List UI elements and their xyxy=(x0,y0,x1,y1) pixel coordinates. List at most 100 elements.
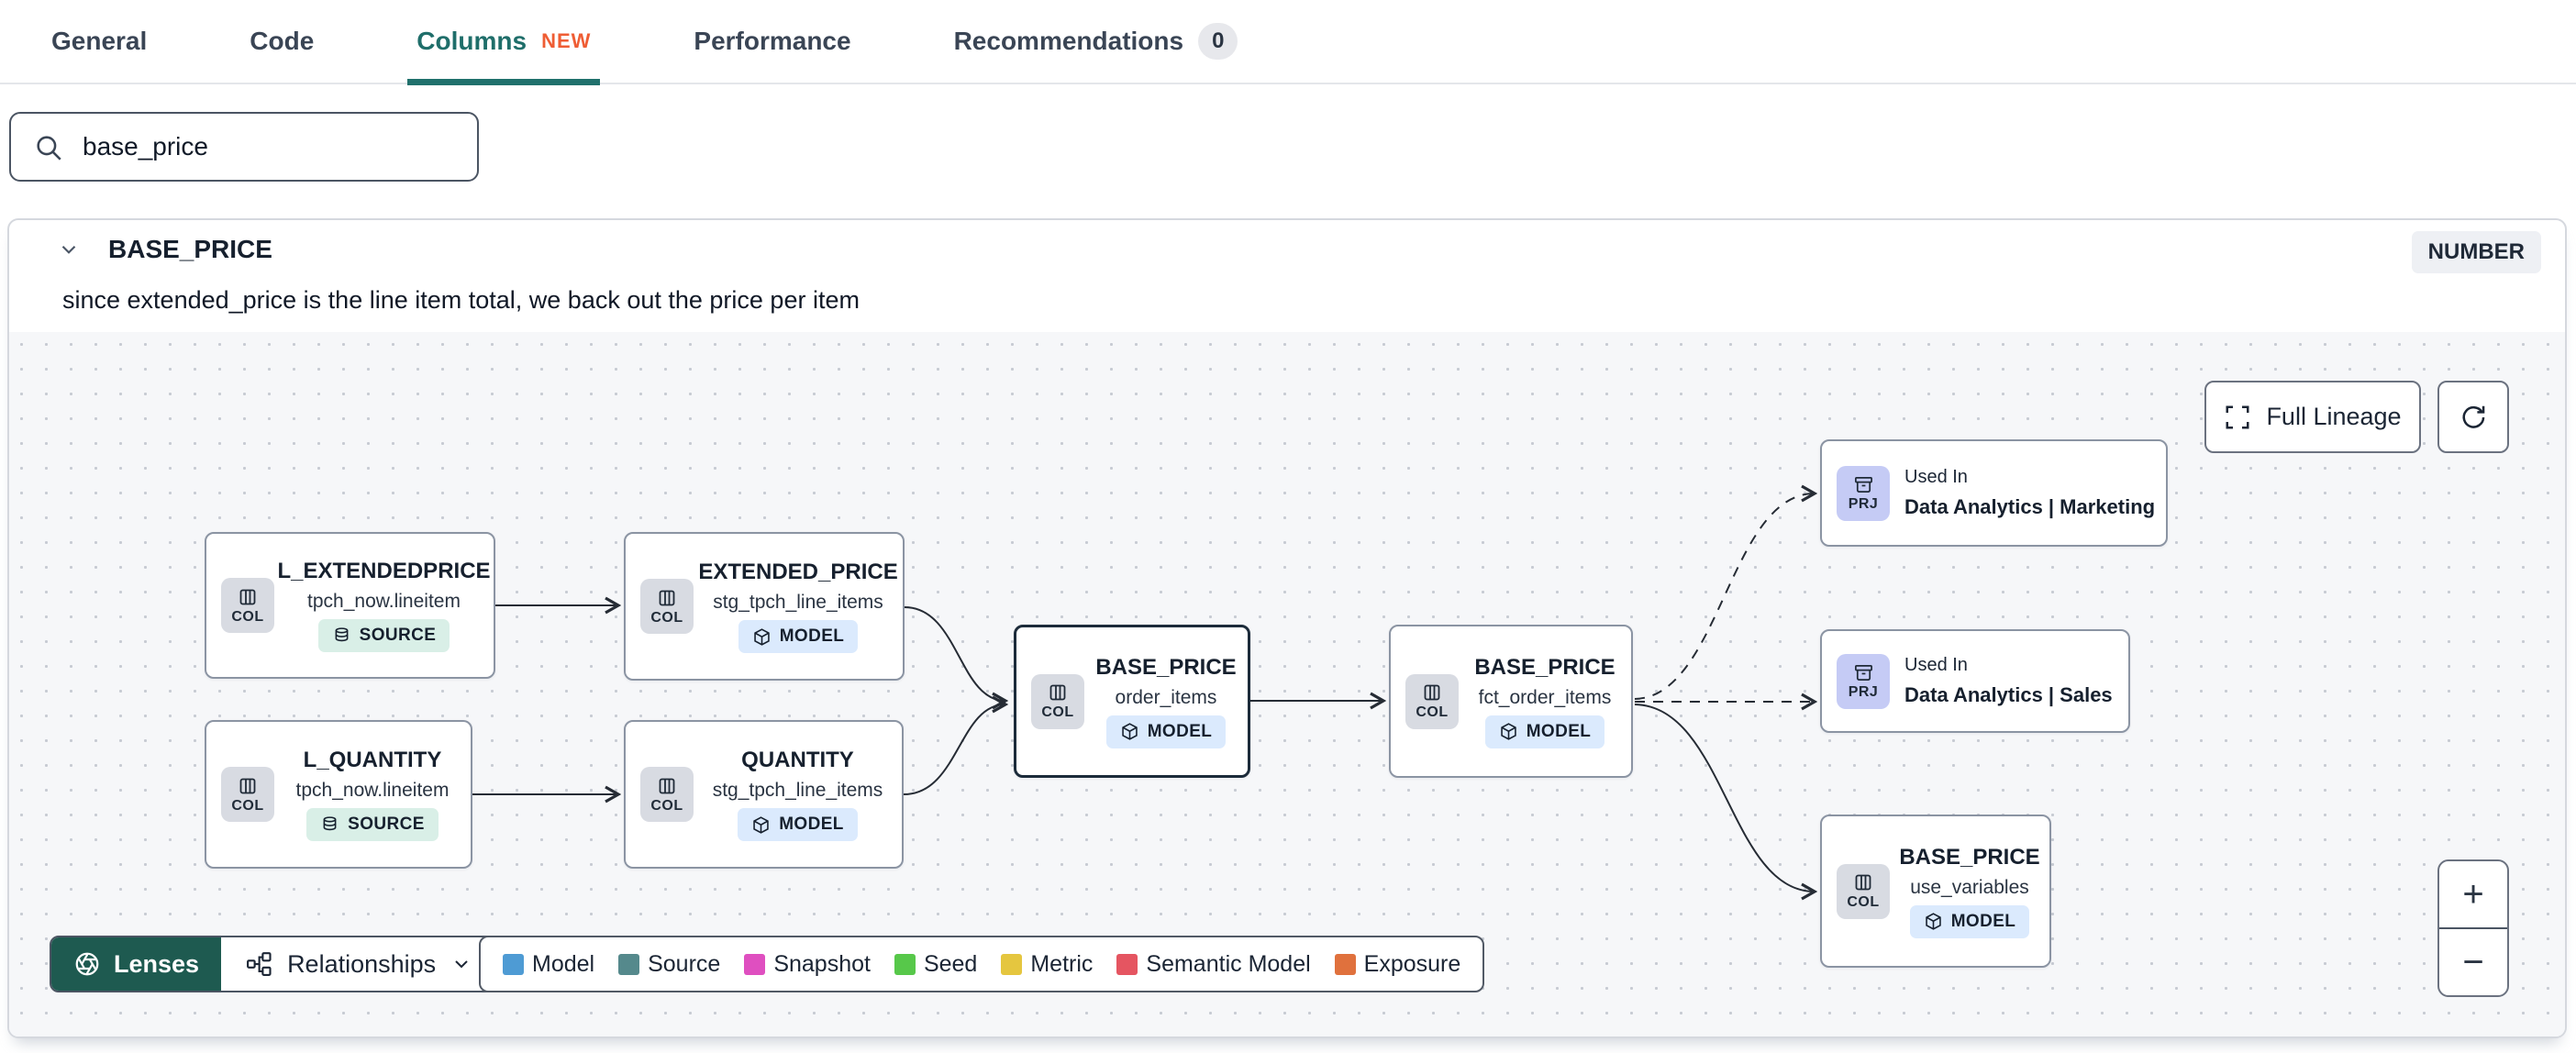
zoom-out-button[interactable]: − xyxy=(2462,941,2484,982)
node-extended-price[interactable]: COL EXTENDED_PRICE stg_tpch_line_items M… xyxy=(624,532,905,681)
tab-general[interactable]: General xyxy=(51,0,147,83)
lineage-canvas[interactable]: COL L_EXTENDEDPRICE tpch_now.lineitem SO… xyxy=(9,332,2565,1036)
column-panel: BASE_PRICE NUMBER since extended_price i… xyxy=(7,218,2567,1038)
columns-icon xyxy=(239,589,256,604)
column-panel-header: BASE_PRICE NUMBER xyxy=(9,220,2565,279)
chevron-down-icon xyxy=(455,960,468,969)
column-tag: COL xyxy=(221,767,274,822)
tab-label: Code xyxy=(250,27,315,55)
collapse-chevron-icon[interactable] xyxy=(57,238,81,261)
new-badge: NEW xyxy=(541,29,592,52)
tab-bar: General Code Columns NEW Performance Rec… xyxy=(0,0,2576,85)
node-subtitle: fct_order_items xyxy=(1478,686,1612,708)
database-icon xyxy=(323,815,337,830)
resource-badge: MODEL xyxy=(1484,715,1605,748)
recommendations-count-badge: 0 xyxy=(1198,23,1238,60)
lenses-toolbar: Lenses Relationships xyxy=(50,936,499,992)
project-tag: PRJ xyxy=(1837,653,1890,709)
column-tag: COL xyxy=(1031,673,1084,729)
resource-badge: SOURCE xyxy=(306,808,439,841)
resource-badge: MODEL xyxy=(738,620,859,653)
tab-recommendations[interactable]: Recommendations 0 xyxy=(954,0,1238,83)
aperture-icon xyxy=(75,952,99,976)
legend-item-snapshot: Snapshot xyxy=(744,951,871,978)
legend-item-source: Source xyxy=(618,951,720,978)
column-tag: COL xyxy=(640,767,694,822)
columns-icon xyxy=(1049,684,1066,701)
legend-swatch xyxy=(744,953,766,975)
columns-icon xyxy=(659,590,675,605)
resource-badge: MODEL xyxy=(738,808,858,841)
cube-icon xyxy=(753,815,769,834)
archive-icon xyxy=(1854,664,1872,681)
tab-columns[interactable]: Columns NEW xyxy=(407,0,601,85)
relationships-label: Relationships xyxy=(287,949,437,978)
resource-badge: MODEL xyxy=(1909,904,2030,938)
zoom-in-button[interactable]: + xyxy=(2439,861,2507,929)
relationships-dropdown[interactable]: Relationships xyxy=(221,937,497,991)
node-base-price-order-items[interactable]: COL BASE_PRICE order_items MODEL xyxy=(1014,625,1250,778)
full-lineage-label: Full Lineage xyxy=(2266,403,2402,430)
node-title: L_EXTENDEDPRICE xyxy=(277,559,491,583)
column-tag: COL xyxy=(221,578,274,633)
legend-item-semantic-model: Semantic Model xyxy=(1116,951,1311,978)
tab-label: Recommendations xyxy=(953,27,1184,55)
node-subtitle: order_items xyxy=(1115,686,1217,708)
node-l-quantity[interactable]: COL L_QUANTITY tpch_now.lineitem SOURCE xyxy=(205,720,472,869)
search-icon xyxy=(33,132,64,163)
search-box xyxy=(9,112,479,182)
node-title: Data Analytics | Marketing xyxy=(1904,495,2156,518)
legend-swatch xyxy=(503,953,524,975)
lineage-edges xyxy=(472,484,1818,901)
tab-label: General xyxy=(51,27,148,55)
columns-icon xyxy=(1424,684,1440,701)
lenses-button[interactable]: Lenses xyxy=(51,937,222,991)
legend-swatch xyxy=(1116,953,1138,975)
column-name: BASE_PRICE xyxy=(108,235,272,263)
node-subtitle: tpch_now.lineitem xyxy=(295,780,450,801)
legend-item-model: Model xyxy=(503,951,594,978)
cube-icon xyxy=(1500,723,1516,740)
node-exposure-marketing[interactable]: PRJ Used In Data Analytics | Marketing xyxy=(1820,439,2168,547)
tab-label: Performance xyxy=(694,27,851,55)
node-title: L_QUANTITY xyxy=(303,748,442,772)
legend-item-metric: Metric xyxy=(1001,951,1093,978)
node-title: BASE_PRICE xyxy=(1899,844,2040,870)
node-base-price-use-variables[interactable]: COL BASE_PRICE use_variables MODEL xyxy=(1820,815,2051,968)
refresh-icon xyxy=(2462,405,2485,428)
column-type-badge: NUMBER xyxy=(2411,231,2541,273)
zoom-controls: + − xyxy=(2437,859,2509,997)
cube-icon xyxy=(753,627,770,646)
legend-item-exposure: Exposure xyxy=(1334,951,1460,978)
column-tag: COL xyxy=(640,579,694,634)
column-description: since extended_price is the line item to… xyxy=(62,286,860,314)
column-tag: COL xyxy=(1405,673,1459,729)
resource-legend: Model Source Snapshot Seed Metric Semant… xyxy=(479,936,1485,992)
node-subtitle: stg_tpch_line_items xyxy=(712,780,883,801)
tab-code[interactable]: Code xyxy=(250,0,314,83)
node-subtitle: stg_tpch_line_items xyxy=(713,592,883,613)
legend-swatch xyxy=(1001,953,1023,975)
legend-swatch xyxy=(894,953,916,975)
archive-icon xyxy=(1854,476,1872,493)
legend-swatch xyxy=(1334,953,1356,975)
lenses-label: Lenses xyxy=(114,949,200,978)
node-kicker: Used In xyxy=(1904,467,1968,487)
database-icon xyxy=(335,626,349,641)
columns-icon xyxy=(239,778,256,793)
refresh-button[interactable] xyxy=(2437,381,2509,453)
project-tag: PRJ xyxy=(1837,465,1890,521)
node-exposure-sales[interactable]: PRJ Used In Data Analytics | Sales xyxy=(1820,629,2130,733)
column-search-input[interactable] xyxy=(9,112,479,182)
tab-performance[interactable]: Performance xyxy=(694,0,850,83)
node-subtitle: tpch_now.lineitem xyxy=(307,591,461,612)
node-kicker: Used In xyxy=(1904,655,1968,675)
legend-swatch xyxy=(618,953,640,975)
node-quantity[interactable]: COL QUANTITY stg_tpch_line_items MODEL xyxy=(624,720,904,869)
node-base-price-fct-order-items[interactable]: COL BASE_PRICE fct_order_items MODEL xyxy=(1389,625,1633,778)
tab-label: Columns xyxy=(416,27,527,55)
cube-icon xyxy=(1121,723,1138,740)
node-l-extendedprice[interactable]: COL L_EXTENDEDPRICE tpch_now.lineitem SO… xyxy=(205,532,495,679)
full-lineage-button[interactable]: Full Lineage xyxy=(2204,381,2421,453)
node-title: EXTENDED_PRICE xyxy=(698,560,898,584)
